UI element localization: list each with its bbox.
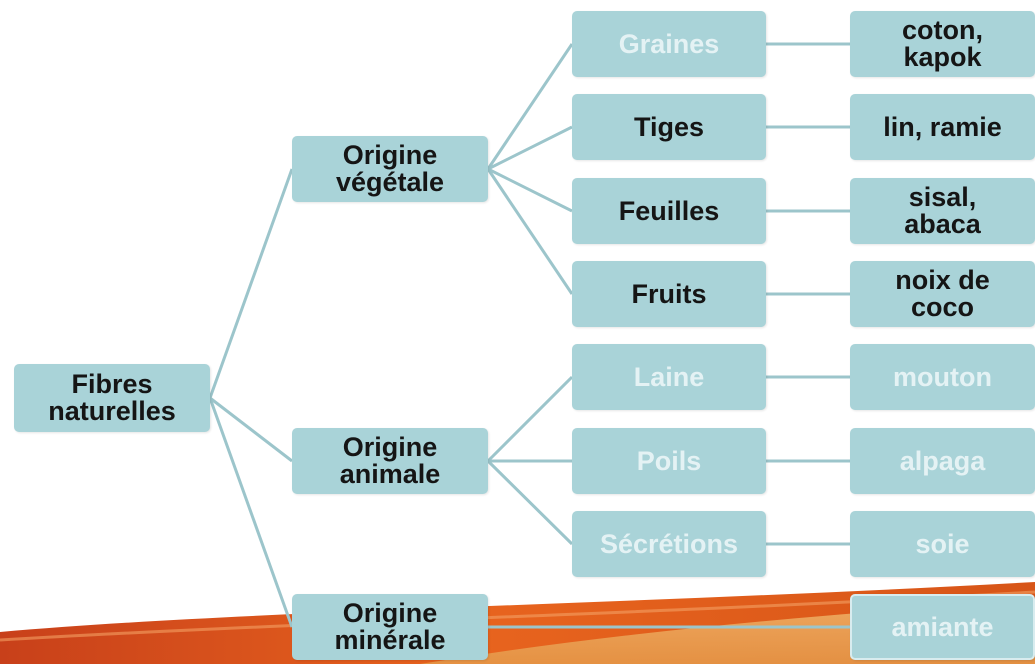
example-secretions-node: soie xyxy=(850,511,1035,577)
category-label: Sécrétions xyxy=(600,531,738,558)
example-label: sisal, abaca xyxy=(904,184,981,238)
connector-root-vegetale xyxy=(210,169,292,398)
example-minerale-node: amiante xyxy=(850,594,1035,660)
origin-minerale-node: Origine minérale xyxy=(292,594,488,660)
origin-animale-node: Origine animale xyxy=(292,428,488,494)
example-tiges-node: lin, ramie xyxy=(850,94,1035,160)
origin-vegetale-label: Origine végétale xyxy=(336,142,444,196)
category-tiges-node: Tiges xyxy=(572,94,766,160)
example-label: mouton xyxy=(893,364,992,391)
connector-vegetale-fruits xyxy=(488,169,572,294)
connector-vegetale-graines xyxy=(488,44,572,169)
example-graines-node: coton, kapok xyxy=(850,11,1035,77)
origin-animale-label: Origine animale xyxy=(340,434,441,488)
example-fruits-node: noix de coco xyxy=(850,261,1035,327)
example-label: soie xyxy=(915,531,969,558)
category-laine-node: Laine xyxy=(572,344,766,410)
category-label: Graines xyxy=(619,31,720,58)
root-node-label: Fibres naturelles xyxy=(48,371,176,425)
origin-minerale-label: Origine minérale xyxy=(334,600,445,654)
category-label: Feuilles xyxy=(619,198,720,225)
category-label: Laine xyxy=(634,364,705,391)
category-secretions-node: Sécrétions xyxy=(572,511,766,577)
example-feuilles-node: sisal, abaca xyxy=(850,178,1035,244)
category-fruits-node: Fruits xyxy=(572,261,766,327)
example-label: coton, kapok xyxy=(902,17,983,71)
example-label: noix de coco xyxy=(895,267,990,321)
connector-animale-secretions xyxy=(488,461,572,544)
category-feuilles-node: Feuilles xyxy=(572,178,766,244)
example-label: lin, ramie xyxy=(883,114,1002,141)
example-label: alpaga xyxy=(900,448,986,475)
root-node: Fibres naturelles xyxy=(14,364,210,432)
category-poils-node: Poils xyxy=(572,428,766,494)
origin-vegetale-node: Origine végétale xyxy=(292,136,488,202)
connector-animale-laine xyxy=(488,377,572,461)
example-poils-node: alpaga xyxy=(850,428,1035,494)
example-laine-node: mouton xyxy=(850,344,1035,410)
category-label: Fruits xyxy=(631,281,706,308)
example-label: amiante xyxy=(891,614,993,641)
category-label: Poils xyxy=(637,448,702,475)
category-graines-node: Graines xyxy=(572,11,766,77)
category-label: Tiges xyxy=(634,114,704,141)
connector-root-minerale xyxy=(210,398,292,627)
